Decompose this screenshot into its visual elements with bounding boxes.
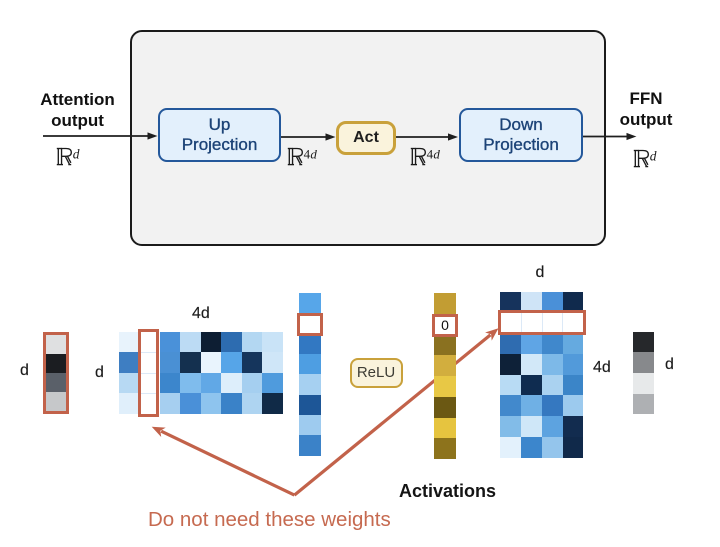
svg-text:d: d: [73, 146, 80, 161]
svg-text:4: 4: [303, 147, 310, 162]
svg-text:4: 4: [426, 147, 433, 162]
svg-text:d: d: [649, 148, 656, 163]
svg-text:d: d: [433, 147, 440, 162]
svg-text:d: d: [310, 147, 317, 162]
